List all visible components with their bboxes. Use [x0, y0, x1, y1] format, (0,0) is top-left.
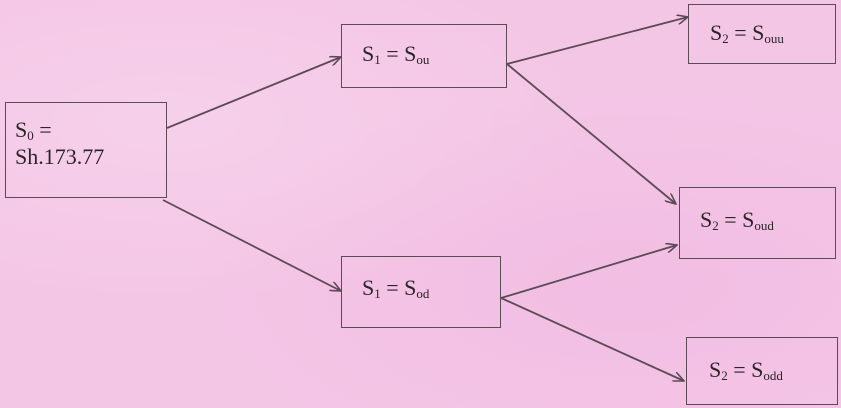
arrow-s1-od-to-s2-odd [500, 297, 684, 382]
node-s2-ouu: S2 = Souu [688, 4, 836, 64]
node-s2-oud-label: S2 = Soud [700, 207, 774, 233]
node-s2-odd-label: S2 = Sodd [709, 357, 783, 383]
node-s2-ouu-label: S2 = Souu [710, 20, 784, 46]
node-s0-label: S0 =Sh.173.77 [15, 117, 105, 169]
node-s0: S0 =Sh.173.77 [5, 102, 167, 198]
arrow-s0-to-s1-ou [166, 57, 341, 129]
node-s1-od-label: S1 = Sod [362, 275, 430, 301]
arrow-s1-ou-to-s2-ouu [506, 17, 688, 65]
node-s2-odd: S2 = Sodd [686, 337, 838, 405]
arrow-s1-ou-to-s2-oud [506, 63, 676, 204]
node-s1-ou-label: S1 = Sou [362, 41, 430, 67]
arrow-s1-od-to-s2-oud [500, 245, 677, 299]
arrow-s0-to-s1-od [162, 199, 341, 291]
node-s1-ou: S1 = Sou [341, 24, 507, 88]
node-s2-oud: S2 = Soud [679, 187, 836, 259]
node-s1-od: S1 = Sod [341, 256, 501, 328]
